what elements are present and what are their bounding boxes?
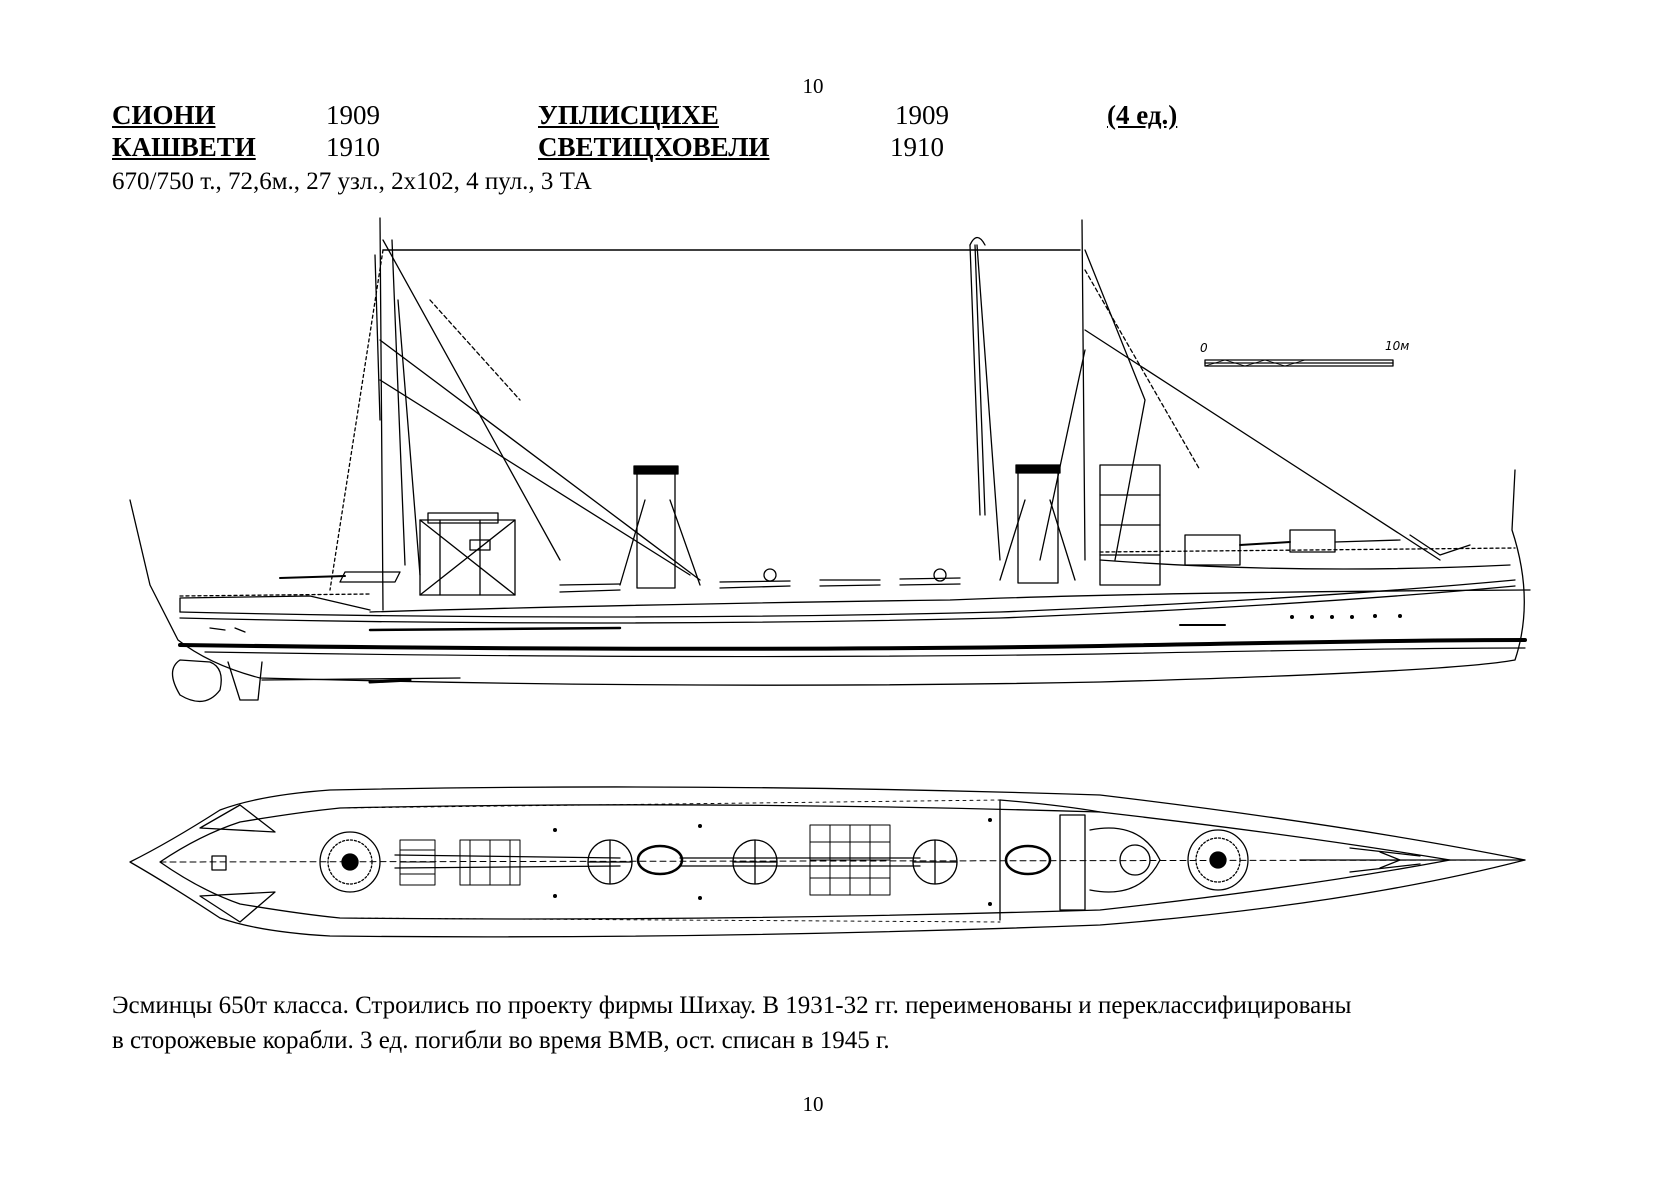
ship-name-sioni: СИОНИ [112,100,216,130]
page-number-bottom: 10 [802,1092,824,1116]
ship-year-svetitskhoveli: 1910 [890,132,944,162]
ship-specifications: 670/750 т., 72,6м., 27 узл., 2х102, 4 пу… [112,168,592,195]
ship-name-uplistsikhe: УПЛИСЦИХЕ [538,100,719,130]
side-profile [129,217,1531,702]
ship-year-uplistsikhe: 1909 [895,100,949,130]
ship-name-kashveti: КАШВЕТИ [112,132,256,162]
ship-year-kashveti: 1910 [326,132,380,162]
ship-year-sioni: 1909 [326,100,380,130]
caption-line-1: Эсминцы 650т класса. Строились по проект… [112,992,1352,1019]
units-count: (4 ед.) [1107,100,1178,130]
caption: Эсминцы 650т класса. Строились по проект… [112,988,1592,1058]
ship-name-svetitskhoveli: СВЕТИЦХОВЕЛИ [538,132,770,162]
scale-end-label: 10м [1385,339,1409,353]
page-number-top: 10 [802,74,824,98]
gun-mount-fore [1187,829,1249,891]
plan-view [129,786,1526,938]
scale-start-label: 0 [1200,341,1208,355]
scale-bar: 0 10м [1200,339,1409,367]
gun-mount-aft [319,831,381,893]
caption-line-2: в сторожевые корабли. 3 ед. погибли во в… [112,1027,890,1054]
